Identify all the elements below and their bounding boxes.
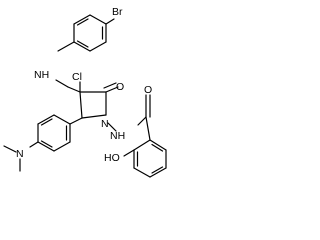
azetidinone-ring	[79, 91, 107, 119]
bromophenyl-ring	[73, 14, 107, 52]
bond-ring-nh	[57, 41, 75, 52]
bond-c2-o	[105, 86, 119, 93]
bond-n-me2	[3, 145, 17, 153]
atom-label-o-amide: O	[144, 84, 152, 96]
atom-label-oh: HO	[104, 152, 120, 164]
atom-label-br: Br	[112, 6, 123, 18]
bond-nh-co	[137, 116, 147, 126]
hydroxyphenyl-ring	[133, 139, 167, 178]
bond-co-ring	[145, 116, 151, 141]
bond-ch2-c3	[67, 86, 81, 93]
bond-ring-br	[105, 18, 115, 25]
atom-label-n-ring: N	[101, 118, 109, 130]
atom-label-nh-anilino: NH	[34, 69, 49, 81]
atom-label-o-carbonyl: O	[116, 81, 124, 93]
bond-c4-aryl	[69, 117, 83, 125]
bond-n-nh	[107, 122, 117, 132]
bond-ring-n	[29, 141, 39, 148]
atom-label-nh-hydrazide: NH	[110, 130, 125, 142]
bond-c2-o-double	[103, 82, 117, 89]
atom-label-cl: Cl	[72, 71, 82, 83]
structure-diagram: Br NH Cl O N NH O HO N	[3, 6, 167, 178]
atom-label-n-dimethyl: N	[16, 148, 24, 160]
bond-nh-ch2	[55, 79, 69, 88]
bond-ring-oh	[123, 149, 135, 157]
dimethylaminophenyl-ring	[37, 114, 71, 152]
